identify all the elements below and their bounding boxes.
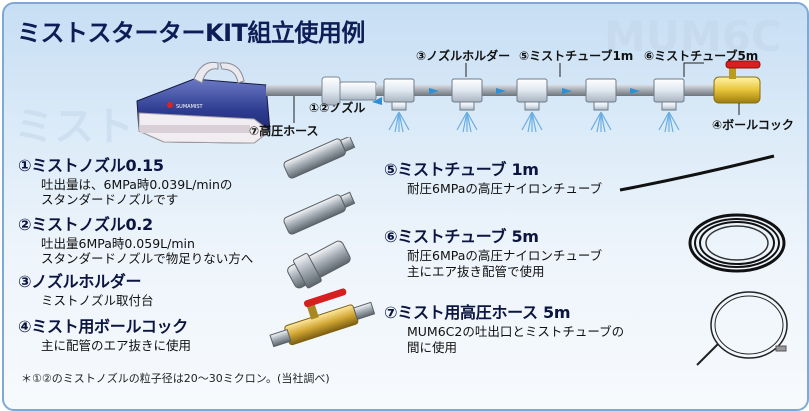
item-title: ③ノズルホルダー <box>18 272 142 291</box>
nozzle-02-image <box>283 191 356 235</box>
high-pressure-hose-image <box>266 85 326 96</box>
item-desc-line: 間に使用 <box>407 340 458 355</box>
item-title: ⑦ミスト用高圧ホース 5m <box>384 303 571 322</box>
item-desc-line: スタンダードノズルで物足りない方へ <box>41 251 254 266</box>
ball-valve-image <box>713 60 761 104</box>
high-pressure-hose-coil-image <box>696 291 788 366</box>
item-desc-line: 吐出量6MPa時0.059L/min <box>41 236 195 251</box>
item-desc-line: ミストノズル取付台 <box>41 293 154 308</box>
assembly-diagram: SUMAMIST <box>136 60 761 144</box>
nozzle-holder-image <box>287 240 351 289</box>
label-nozzle: ①②ノズル <box>309 101 366 115</box>
background-watermark: ミスト <box>14 104 134 150</box>
item-desc-line: 主にエア抜き配管で使用 <box>407 264 545 279</box>
tube-images <box>619 154 788 366</box>
item-title: ④ミスト用ボールコック <box>18 317 188 336</box>
item-title: ⑥ミストチューブ 5m <box>384 227 539 246</box>
label-nozzle-holder: ③ノズルホルダー <box>416 49 511 63</box>
footnote: ＊①②のミストノズルの粒子径は20〜30ミクロン。(当社調べ) <box>21 372 330 385</box>
ball-valve-product-image <box>269 288 376 348</box>
item-title: ⑤ミストチューブ 1m <box>384 160 539 179</box>
background-watermark: MUM6C <box>604 12 782 61</box>
pump-unit-image: SUMAMIST <box>136 61 271 144</box>
item-title: ②ミストノズル0.2 <box>18 215 153 234</box>
label-high-pressure-hose: ⑦高圧ホース <box>249 124 319 138</box>
mist-spray-graphic <box>388 111 680 133</box>
svg-text:SUMAMIST: SUMAMIST <box>176 104 204 110</box>
item-desc-line: 耐圧6MPaの高圧ナイロンチューブ <box>407 181 603 196</box>
item-desc-line: MUM6C2の吐出口とミストチューブの <box>407 324 625 339</box>
mist-tube-5m-coil-image <box>688 213 786 273</box>
label-mist-tube-5m: ⑥ミストチューブ5m <box>644 49 759 63</box>
item-desc-line: 吐出量は、6MPa時0.039L/minの <box>41 177 233 192</box>
label-mist-tube-1m: ⑤ミストチューブ1m <box>519 49 634 63</box>
item-title: ①ミストノズル0.15 <box>18 156 164 175</box>
item-desc-line: 耐圧6MPaの高圧ナイロンチューブ <box>407 248 603 263</box>
label-ball-valve: ④ボールコック <box>712 118 794 132</box>
product-images <box>269 137 376 348</box>
item-desc-line: スタンダードノズルです <box>41 192 179 207</box>
nozzle-015-image <box>283 137 356 179</box>
mist-tube-1m-image <box>619 154 775 192</box>
item-desc-line: 主に配管のエア抜きに使用 <box>41 338 192 353</box>
page-title: ミストスターターKIT組立使用例 <box>17 19 365 47</box>
